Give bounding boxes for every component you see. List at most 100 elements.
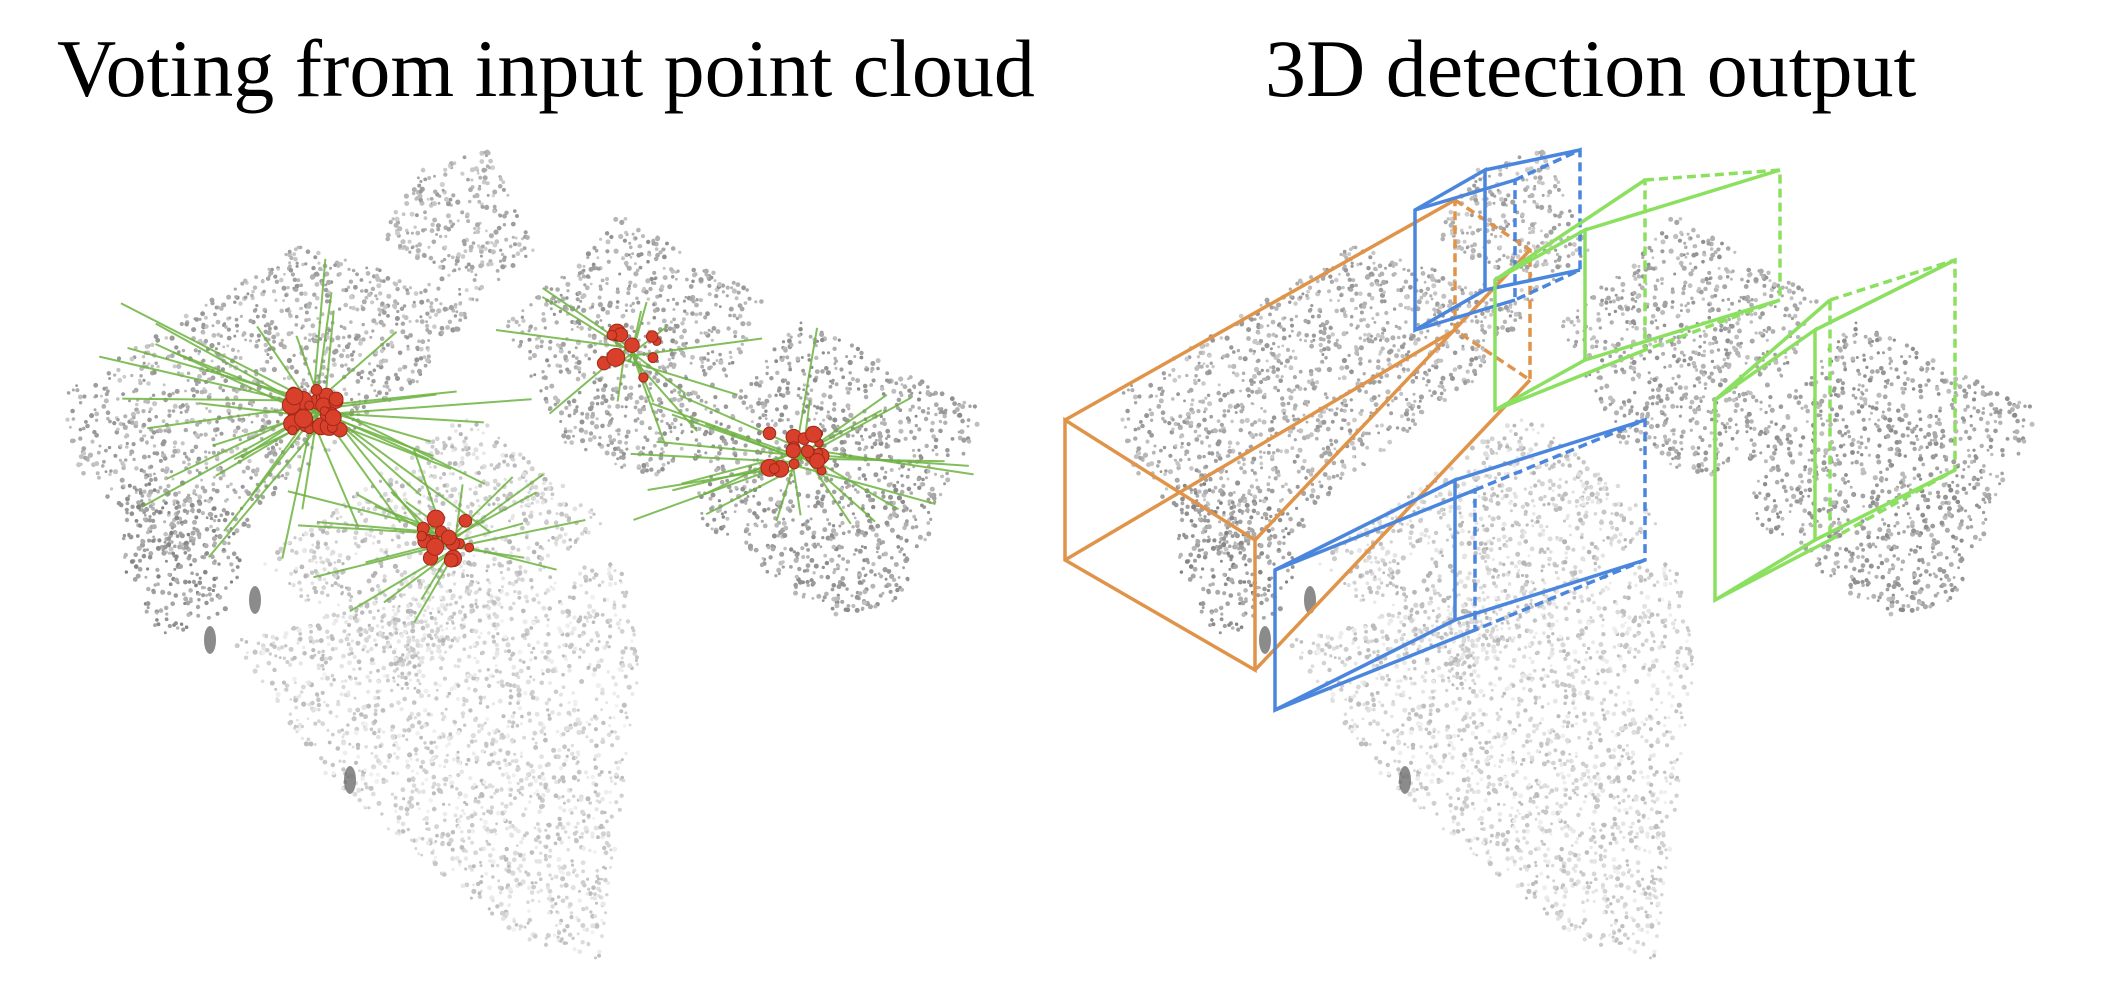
box-lamp-edge	[1484, 268, 1581, 292]
vote-line	[320, 398, 532, 416]
box-table-front-edge	[1454, 558, 1646, 622]
box-lamp-edge	[1414, 298, 1516, 332]
panel-title-detection: 3D detection output	[1265, 23, 1917, 114]
box-chair2-edge	[1714, 538, 1831, 602]
floor-points	[234, 562, 640, 960]
box-sofa-back	[1453, 196, 1532, 384]
vote-line	[326, 412, 484, 424]
floor-points	[1289, 562, 1694, 960]
vote-line	[681, 451, 800, 485]
point-cloud	[65, 149, 980, 960]
box-sofa-edge	[1064, 328, 1456, 562]
vote-line	[281, 419, 313, 559]
vote-line	[651, 402, 804, 459]
vote-line	[323, 393, 437, 410]
point-cloud-detection	[1063, 147, 2035, 960]
vote-line	[632, 355, 666, 443]
vote-point	[762, 426, 777, 441]
shadow-mark	[1399, 766, 1411, 794]
box-chair2-edge	[1814, 468, 1956, 542]
table-points	[1318, 418, 1657, 687]
vote-point	[768, 463, 780, 474]
box-lamp-edge	[1414, 178, 1516, 212]
vote-point	[785, 443, 801, 459]
box-chair1-edge	[1584, 168, 1781, 232]
box-chair1-edge	[1494, 348, 1646, 412]
chair2-points	[1747, 321, 2035, 617]
vote-line	[495, 329, 639, 350]
vote-point	[464, 542, 475, 553]
box-chair2-back	[1828, 257, 1957, 543]
sofa-arm-points	[121, 476, 251, 635]
vote-line	[541, 296, 636, 356]
vote-line	[223, 413, 317, 532]
vote-point	[416, 530, 427, 542]
vote-point	[440, 529, 457, 546]
box-lamp	[1413, 147, 1582, 334]
box-chair2-edge	[1713, 298, 1832, 402]
vote-cluster-chair2	[630, 327, 974, 525]
vote-point	[294, 409, 314, 429]
box-chair1-back	[1643, 168, 1782, 353]
vote-cluster-chair1	[495, 287, 763, 443]
vote-point	[458, 513, 473, 528]
shadow-mark	[204, 626, 216, 654]
box-sofa-edge	[1253, 378, 1532, 672]
vote-line	[622, 325, 668, 361]
box-table-front-edge	[1454, 418, 1646, 482]
panel-voting: Voting from input point cloud	[57, 28, 1035, 960]
vote-line	[622, 358, 738, 396]
sofa-arm-points	[1176, 476, 1306, 635]
vote-point	[809, 452, 826, 469]
vote-point	[285, 387, 304, 406]
chair1-points	[506, 216, 764, 477]
shadow-mark	[1259, 626, 1271, 654]
vote-point	[606, 329, 618, 341]
vote-line	[440, 473, 545, 550]
vote-point	[426, 509, 445, 528]
box-table-front-back	[1473, 417, 1647, 633]
box-table-front-edge	[1274, 628, 1476, 712]
box-sofa-edge	[1253, 248, 1532, 542]
box-chair2-edge	[1814, 258, 1956, 332]
shadow-mark	[249, 586, 261, 614]
box-chair1-edge	[1494, 178, 1646, 282]
vote-point	[624, 337, 640, 353]
vote-line	[656, 440, 797, 457]
vote-line	[120, 302, 321, 407]
vote-point	[287, 425, 298, 436]
box-lamp-back	[1513, 147, 1582, 303]
vote-point	[647, 352, 659, 364]
vote-line	[629, 350, 686, 395]
vote-line	[311, 258, 327, 408]
vote-line	[630, 452, 787, 463]
lamp-points	[385, 149, 535, 293]
vote-line	[315, 292, 333, 403]
vote-point	[788, 458, 800, 470]
vote-point	[606, 347, 626, 367]
vote-line	[99, 355, 312, 407]
vote-line	[671, 413, 803, 461]
vote-cluster-table	[287, 449, 586, 623]
point-cloud-voting	[65, 149, 980, 960]
vote-point	[805, 425, 823, 443]
box-lamp-edge	[1484, 148, 1581, 172]
panel-detection: 3D detection output	[1055, 0, 2110, 998]
vote-point	[638, 372, 649, 383]
box-chair1	[1493, 168, 1782, 413]
vote-point	[328, 391, 344, 407]
vote-point	[304, 400, 315, 411]
box-chair2	[1713, 257, 1957, 604]
box-table-front-edge	[1274, 488, 1476, 572]
sofa-points	[1120, 245, 1534, 558]
vote-cluster-sofa	[99, 258, 532, 559]
vote-point	[800, 444, 815, 459]
box-sofa	[1063, 196, 1532, 674]
shadow-mark	[344, 766, 356, 794]
vote-line	[775, 461, 796, 522]
box-sofa-edge	[1064, 198, 1456, 422]
vote-point	[645, 330, 659, 343]
vote-point	[310, 384, 323, 396]
vote-line	[678, 394, 802, 450]
vote-point	[426, 537, 445, 556]
